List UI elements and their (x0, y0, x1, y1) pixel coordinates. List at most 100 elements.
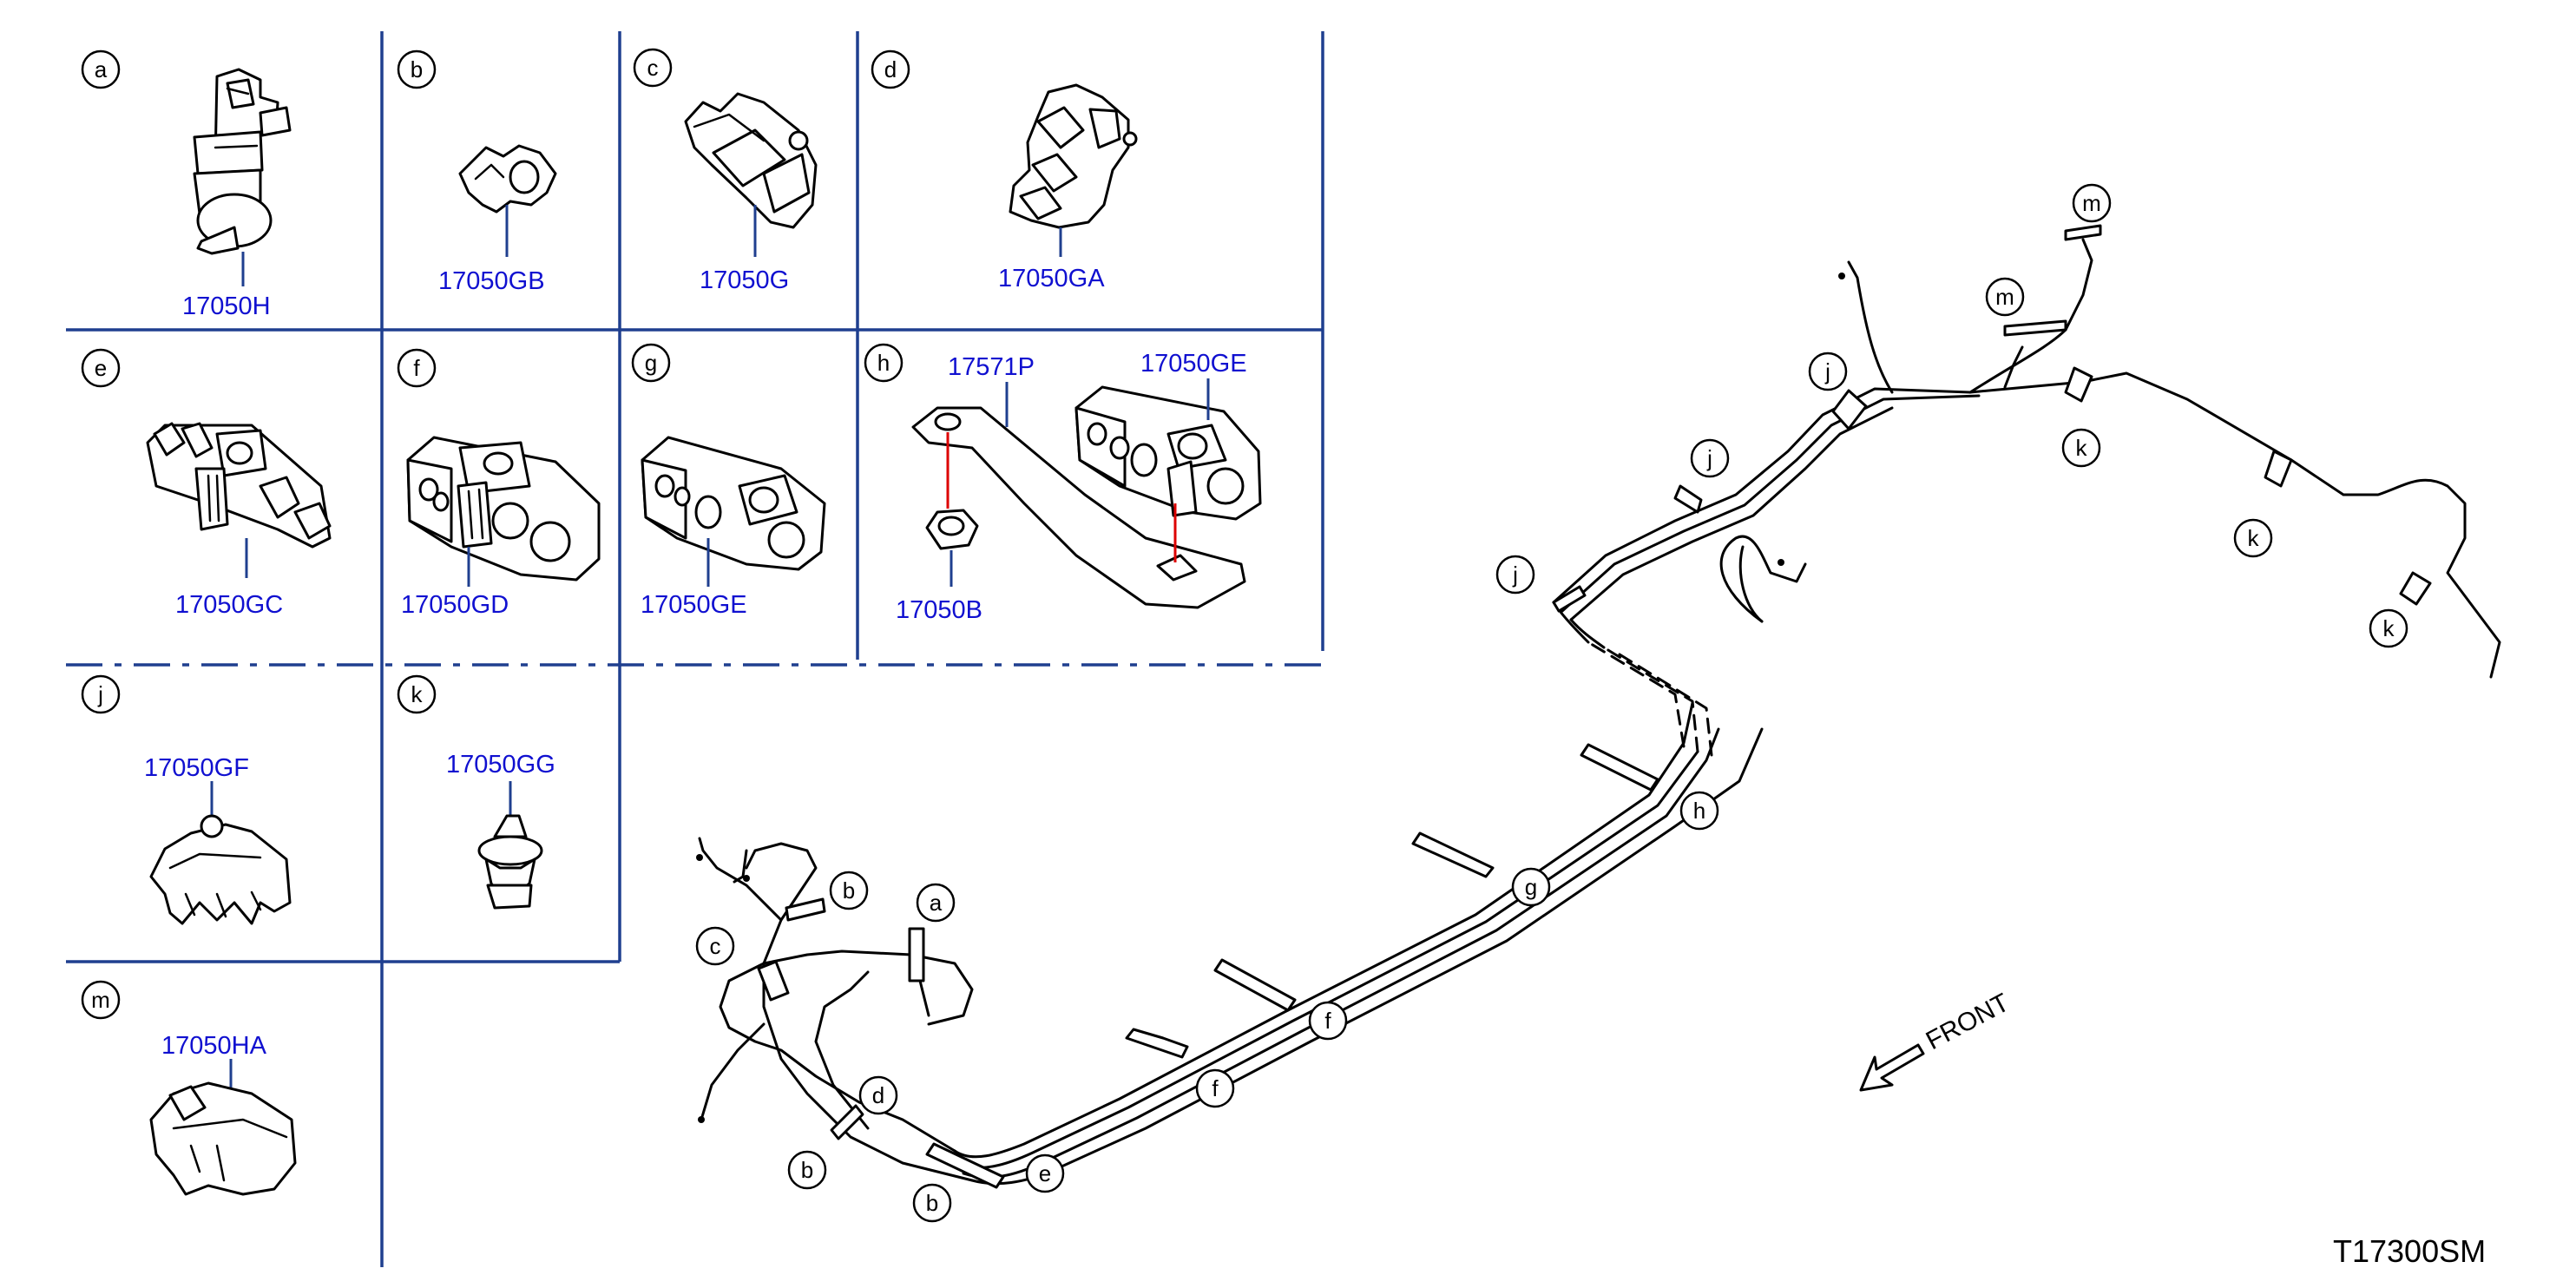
callout-f: f (1308, 1001, 1348, 1041)
parts-grid (66, 31, 1324, 1267)
part-number: 17050GD (401, 591, 509, 619)
svg-text:b: b (843, 877, 855, 904)
svg-text:e: e (1039, 1160, 1051, 1186)
callout-a: a (916, 883, 956, 923)
clip-17050GB-drawing (458, 144, 557, 214)
svg-text:a: a (930, 890, 943, 916)
callout-m: m (1985, 277, 2025, 317)
svg-text:j: j (1512, 562, 1518, 588)
callout-j: j (1690, 438, 1730, 478)
cell-letter: m (91, 987, 110, 1013)
clip-17050GD-drawing (406, 436, 601, 582)
svg-text:f: f (1324, 1008, 1331, 1034)
part-number: 17050GC (175, 591, 283, 619)
cell-d: d 17050GA (871, 49, 1138, 292)
clip-17050GG-drawing (477, 814, 543, 910)
cell-c: c 17050G (633, 48, 818, 294)
clip-17050GE-drawing (641, 436, 826, 571)
callout-c: c (695, 926, 735, 966)
cell-letter: j (97, 681, 103, 707)
cell-letter: b (411, 56, 423, 82)
cell-letter: h (877, 350, 890, 376)
cell-letter: e (95, 355, 107, 381)
callout-circle (81, 674, 121, 714)
svg-text:k: k (2248, 525, 2260, 551)
route-clips (757, 224, 2432, 1189)
callout-j: j (1808, 352, 1848, 391)
svg-text:g: g (1525, 874, 1537, 900)
callout-circle (631, 343, 671, 383)
part-number: 17571P (948, 353, 1035, 381)
callout-circle (864, 343, 904, 383)
callout-circle (81, 980, 121, 1020)
front-label: FRONT (1922, 989, 2014, 1056)
callout-k: k (2061, 428, 2101, 468)
svg-text:m: m (1995, 284, 2014, 310)
callout-circle (397, 348, 437, 388)
cell-g: g 17050GE (631, 343, 826, 619)
svg-text:b: b (926, 1190, 938, 1216)
svg-text:m: m (2082, 190, 2101, 216)
cell-f: f 17050GD (397, 348, 601, 619)
svg-text:j: j (1824, 358, 1830, 384)
cell-letter: d (884, 56, 897, 82)
clip-17050GE-drawing (1074, 385, 1262, 521)
cell-letter: a (95, 56, 108, 82)
callout-d: d (858, 1075, 898, 1115)
callout-circle (397, 49, 437, 89)
callout-circle (871, 49, 910, 89)
clip-17050GA-drawing (1009, 83, 1138, 229)
clip-17050H-drawing (193, 68, 292, 255)
part-number: 17050GB (438, 267, 545, 295)
part-number: 17050H (182, 292, 271, 320)
brake-tube-routing (696, 238, 2501, 1186)
callout-k: k (2233, 518, 2273, 558)
clip-17050HA-drawing (149, 1081, 297, 1196)
svg-text:k: k (2076, 435, 2088, 461)
part-number: 17050GA (998, 265, 1105, 292)
bracket-17571P-drawing (911, 406, 1246, 609)
svg-text:h: h (1693, 798, 1705, 824)
callout-f: f (1195, 1068, 1235, 1108)
svg-text:j: j (1706, 445, 1712, 471)
cell-letter: f (413, 355, 420, 381)
callout-circle (397, 674, 437, 714)
callout-b: b (829, 871, 869, 910)
cell-letter: g (645, 350, 657, 376)
callout-g: g (1511, 867, 1551, 907)
cell-a: a 17050H (81, 49, 292, 320)
svg-text:f: f (1212, 1075, 1219, 1101)
svg-text:d: d (872, 1082, 884, 1108)
cell-b: b 17050GB (397, 49, 557, 295)
callout-e: e (1025, 1153, 1065, 1193)
route-callouts: a b b b c d e f f g h j j j k k k m m (695, 183, 2408, 1223)
part-number: 17050GE (641, 591, 747, 619)
callout-circle (81, 348, 121, 388)
svg-text:b: b (801, 1157, 813, 1183)
callout-circle (633, 48, 673, 88)
callout-k: k (2369, 608, 2408, 648)
callout-circle (81, 49, 121, 89)
part-number: 17050HA (161, 1032, 267, 1060)
part-number: 17050G (700, 266, 789, 294)
cell-h: h 17571P 17050GE 17050B (864, 343, 1262, 624)
diagram-code: T17300SM (2333, 1233, 2486, 1269)
callout-j: j (1495, 555, 1535, 595)
part-number: 17050B (896, 596, 982, 624)
callout-b: b (912, 1183, 952, 1223)
front-arrow: FRONT (1859, 989, 2014, 1092)
clip-17050GC-drawing (146, 422, 332, 549)
cell-k: k 17050GG (397, 674, 555, 910)
cell-m: m 17050HA (81, 980, 297, 1196)
callout-b: b (787, 1150, 827, 1190)
cell-e: e 17050GC (81, 348, 332, 619)
clip-17050G-drawing (684, 92, 818, 229)
callout-h: h (1679, 791, 1719, 831)
svg-text:c: c (710, 933, 721, 959)
part-number: 17050GG (446, 751, 555, 779)
part-number: 17050GF (144, 754, 249, 782)
svg-text:k: k (2383, 615, 2395, 641)
nut-17050B-drawing (925, 509, 979, 550)
cell-j: j 17050GF (81, 674, 292, 925)
